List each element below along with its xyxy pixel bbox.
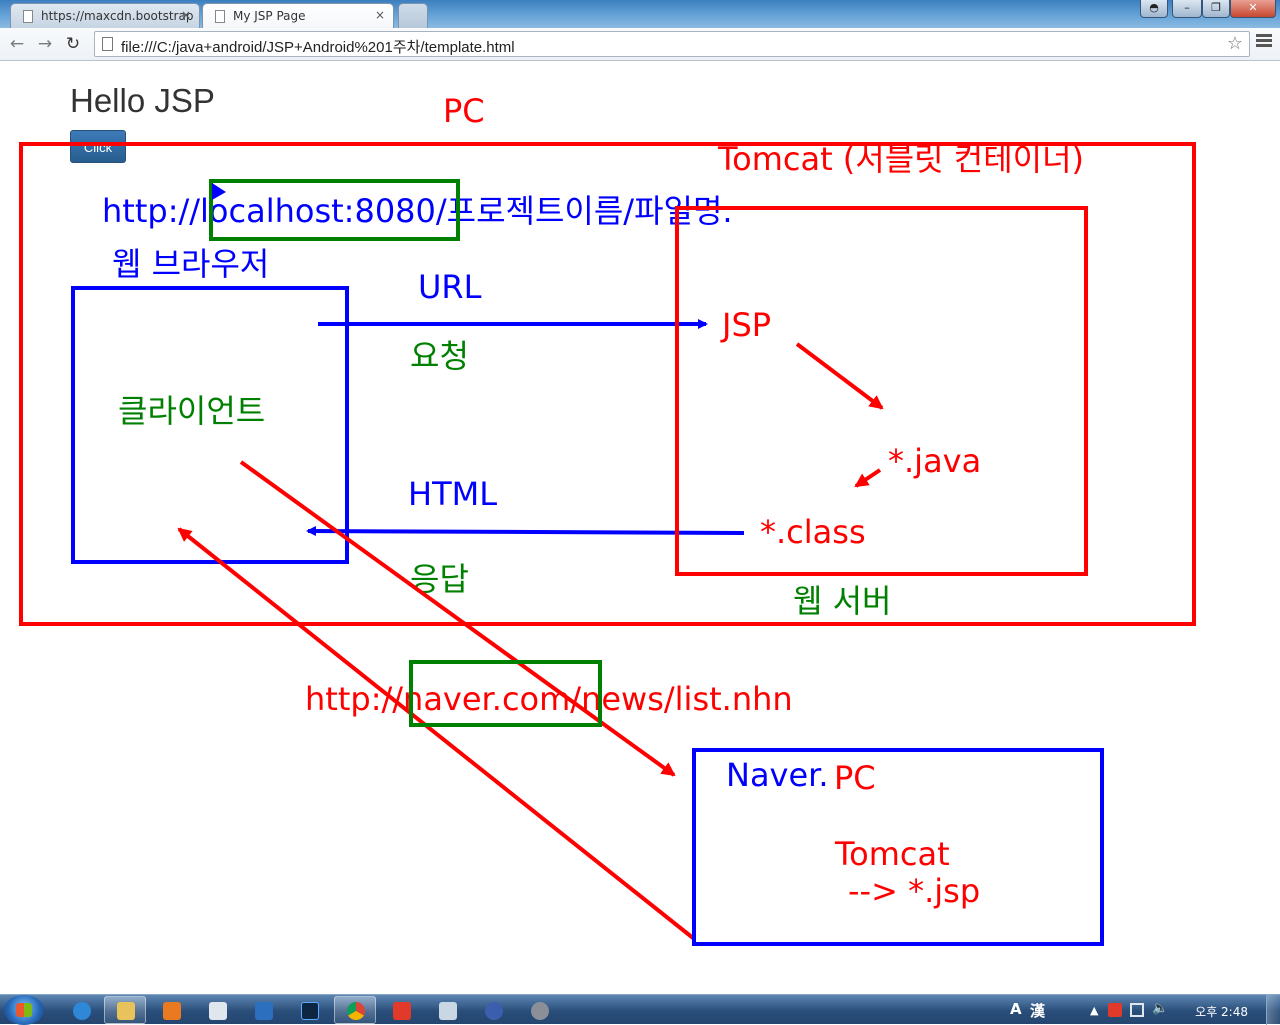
minimize-button[interactable]: –: [1172, 0, 1202, 18]
address-url[interactable]: file:///C:/java+android/JSP+Android%201주…: [121, 39, 515, 56]
page-icon: [215, 10, 225, 23]
pc-box: [19, 142, 1196, 626]
page-icon: [23, 10, 33, 23]
ime-hanja-icon[interactable]: 漢: [1030, 1002, 1046, 1020]
show-desktop-button[interactable]: [1266, 995, 1280, 1025]
browser-titlebar: https://maxcdn.bootstrap × My JSP Page ×…: [0, 0, 1280, 29]
bookmark-star-icon[interactable]: ☆: [1226, 33, 1243, 54]
network-taskbar-icon[interactable]: [472, 996, 514, 1024]
jsp-label: JSP: [720, 306, 771, 344]
settings-taskbar-icon[interactable]: [518, 996, 560, 1024]
reload-icon[interactable]: ↻: [65, 34, 81, 54]
maximize-button[interactable]: ❐: [1202, 0, 1230, 18]
page-title: Hello JSP: [70, 82, 215, 119]
chrome-taskbar-icon[interactable]: [334, 996, 376, 1024]
app-red-taskbar-icon[interactable]: [380, 996, 422, 1024]
close-window-button[interactable]: ✕: [1230, 0, 1276, 18]
pointer-mark: [212, 183, 226, 200]
html-label: HTML: [408, 475, 497, 513]
media-player-taskbar-icon[interactable]: [150, 996, 192, 1024]
clock[interactable]: 오후 2:48: [1195, 1005, 1248, 1019]
web-browser-label: 웹 브라우저: [112, 245, 269, 283]
naver-to-client-arrow: [177, 527, 695, 940]
url-label: URL: [418, 268, 482, 306]
volume-icon[interactable]: 🔈: [1152, 1001, 1169, 1016]
naver-pc-box: [692, 748, 1104, 946]
tab-label: https://maxcdn.bootstrap: [41, 9, 194, 23]
forward-icon[interactable]: →: [37, 34, 53, 54]
address-bar[interactable]: file:///C:/java+android/JSP+Android%201주…: [94, 31, 1250, 57]
annotation-overlay: PC Tomcat (서블릿 컨테이너) http://localhost:80…: [19, 92, 1196, 946]
client-box: [71, 286, 349, 564]
java-label: *.java: [888, 442, 981, 480]
network-icon[interactable]: [1130, 1003, 1144, 1017]
ie-taskbar-icon[interactable]: [60, 996, 102, 1024]
jsp-to-java-arrow: [795, 342, 884, 410]
tomcat-container-label: Tomcat (서블릿 컨테이너): [717, 140, 1084, 178]
browser-toolbar: ← → ↻ file:///C:/java+android/JSP+Androi…: [0, 28, 1280, 61]
menu-icon[interactable]: [1256, 34, 1272, 50]
back-icon[interactable]: ←: [9, 34, 25, 54]
java-to-class-arrow: [854, 468, 882, 488]
explorer-taskbar-icon[interactable]: [104, 996, 146, 1024]
host-highlight-box: [209, 179, 460, 241]
naver-pc-label-pc: PC: [834, 759, 876, 797]
naver-tomcat-label: Tomcat: [834, 835, 950, 873]
naver-pc-label-naver: Naver.: [726, 756, 829, 794]
click-button[interactable]: Click: [70, 130, 126, 163]
localhost-url-label: http://localhost:8080/프로젝트이름/파일명.: [102, 192, 733, 230]
web-server-label: 웹 서버: [793, 582, 892, 620]
photoshop-taskbar-icon[interactable]: [288, 996, 330, 1024]
start-button[interactable]: [4, 995, 44, 1025]
request-label: 요청: [410, 337, 469, 375]
pc-label: PC: [443, 92, 485, 130]
naver-host-highlight-box: [409, 660, 602, 727]
flag-icon[interactable]: [1108, 1003, 1122, 1017]
windows-taskbar: A 漢 ▲ 🔈 오후 2:48: [0, 994, 1280, 1025]
tab-bootstrap[interactable]: https://maxcdn.bootstrap ×: [10, 3, 200, 28]
user-icon[interactable]: ◓: [1140, 0, 1168, 18]
tab-label: My JSP Page: [233, 9, 306, 23]
ime-lang-icon[interactable]: A: [1010, 1000, 1022, 1018]
tab-my-jsp-page[interactable]: My JSP Page ×: [202, 3, 394, 29]
page-content: Hello JSP Click PC Tomcat (서블릿 컨테이너) htt…: [0, 62, 1280, 994]
document-taskbar-icon[interactable]: [426, 996, 468, 1024]
tray-expand-icon[interactable]: ▲: [1090, 1004, 1099, 1017]
client-label: 클라이언트: [118, 392, 265, 430]
system-tray: A 漢 ▲ 🔈 오후 2:48: [990, 995, 1280, 1025]
naver-jsp-label: --> *.jsp: [848, 872, 980, 910]
naver-url-label: http://naver.com/news/list.nhn: [305, 680, 793, 718]
notepad-taskbar-icon[interactable]: [196, 996, 238, 1024]
page-icon: [102, 37, 113, 51]
app-taskbar-icon[interactable]: [242, 996, 284, 1024]
close-icon[interactable]: ×: [374, 8, 385, 22]
close-icon[interactable]: ×: [180, 8, 191, 22]
response-arrow: [306, 526, 745, 537]
new-tab-button[interactable]: [398, 3, 428, 28]
web-server-box: [675, 206, 1088, 576]
windows-logo-icon: [16, 1003, 32, 1017]
class-label: *.class: [760, 513, 866, 551]
